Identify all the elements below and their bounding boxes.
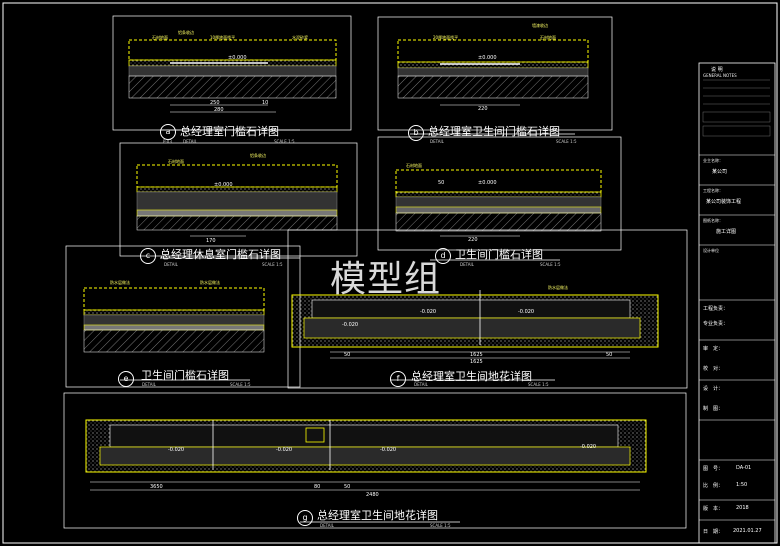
detail-b-level: ±0.000 bbox=[478, 55, 497, 61]
tb-version-label: 版 本： bbox=[703, 506, 724, 512]
detail-c-dim-1: 170 bbox=[206, 238, 216, 244]
tb-row-3: 校 对： bbox=[703, 366, 724, 372]
detail-g-title: 总经理室卫生间地花详图 bbox=[317, 509, 438, 522]
detail-f-dim-1: 50 bbox=[344, 352, 351, 358]
tb-drawing-value: 施工详图 bbox=[716, 229, 737, 235]
detail-e-title: 卫生间门槛石详图 bbox=[141, 369, 229, 382]
detail-f-marker: f bbox=[390, 371, 406, 387]
detail-f-level-3: -0.020 bbox=[342, 322, 359, 328]
detail-a-marker: a bbox=[160, 124, 176, 140]
detail-g-level-1: -0.020 bbox=[168, 447, 185, 453]
detail-d-dim-1: 220 bbox=[468, 237, 478, 243]
detail-f-detail-tag: DETAIL bbox=[414, 382, 428, 387]
detail-g-level-3: -0.020 bbox=[380, 447, 397, 453]
detail-e-label-2: 防水层做法 bbox=[200, 280, 220, 285]
detail-a-level: ±0.000 bbox=[228, 55, 247, 61]
tb-date-value: 2021.01.27 bbox=[733, 528, 762, 534]
tb-notes-title: 说 明 bbox=[711, 67, 723, 73]
detail-d-detail-tag: DETAIL bbox=[460, 262, 474, 267]
detail-f-level-1: -0.020 bbox=[420, 309, 437, 315]
tb-drawing-label: 图纸名称： bbox=[703, 218, 723, 223]
detail-f-label-1: 防水层做法 bbox=[548, 285, 568, 290]
detail-b-label-3: 石材地面 bbox=[540, 35, 556, 40]
detail-d-label-1: 石材地面 bbox=[406, 163, 422, 168]
detail-c-marker: c bbox=[140, 248, 156, 264]
detail-a-dim-3: 280 bbox=[214, 107, 224, 113]
detail-g-dim-4: 2480 bbox=[366, 492, 379, 498]
detail-c-label-2: 石材地面 bbox=[168, 159, 184, 164]
detail-b-label-1: 墙漆收边 bbox=[532, 23, 548, 28]
detail-e-detail-tag: DETAIL bbox=[142, 382, 156, 387]
detail-a-title: 总经理室门槛石详图 bbox=[180, 125, 279, 138]
tb-row-5: 制 图： bbox=[703, 406, 724, 412]
detail-f-dim-3: 50 bbox=[606, 352, 613, 358]
tb-row-2: 审 定： bbox=[703, 346, 724, 352]
detail-f-scale: SCALE 1:5 bbox=[528, 382, 549, 387]
detail-a-detail-tag: DETAIL bbox=[183, 139, 197, 144]
watermark-text: 模型组 bbox=[330, 259, 442, 300]
tb-project-label: 工程名称： bbox=[703, 188, 723, 193]
tb-scale-label: 比 例： bbox=[703, 483, 724, 489]
tb-row-0: 工程负责： bbox=[703, 306, 729, 312]
detail-a-sheet: P-03 bbox=[163, 139, 172, 144]
detail-f-dim-2: 1625 bbox=[470, 352, 483, 358]
detail-d-scale: SCALE 1:5 bbox=[540, 262, 561, 267]
detail-c-level: ±0.000 bbox=[214, 182, 233, 188]
detail-g-dim-1: 3650 bbox=[150, 484, 163, 490]
detail-a-dim-2: 10 bbox=[262, 100, 269, 106]
detail-g-dim-2: 80 bbox=[314, 484, 321, 490]
tb-scale-value: 1:50 bbox=[736, 482, 748, 488]
detail-b-marker: b bbox=[408, 125, 424, 141]
tb-notes-sub: GENERAL NOTES bbox=[703, 73, 737, 78]
tb-version-value: 2018 bbox=[736, 505, 749, 511]
detail-a-label-2: 石材地面 bbox=[152, 35, 168, 40]
detail-g-level-2: -0.020 bbox=[276, 447, 293, 453]
detail-e-label-1: 防水层做法 bbox=[110, 280, 130, 285]
detail-e-scale: SCALE 1:5 bbox=[230, 382, 251, 387]
detail-a-label-3: 10厚地面找平 bbox=[210, 35, 236, 40]
detail-c-title: 总经理休息室门槛石详图 bbox=[160, 248, 281, 261]
detail-f-dim-4: 1625 bbox=[470, 359, 483, 365]
detail-b-label-2: 20厚地面找平 bbox=[433, 35, 459, 40]
detail-b-dim-1: 220 bbox=[478, 106, 488, 112]
detail-e-marker: e bbox=[118, 371, 134, 387]
detail-a-label-1: 铝条收边 bbox=[178, 30, 194, 35]
detail-d-level: ±0.000 bbox=[478, 180, 497, 186]
tb-date-label: 日 期： bbox=[703, 529, 724, 535]
detail-c-detail-tag: DETAIL bbox=[164, 262, 178, 267]
detail-g-marker: g bbox=[297, 510, 313, 526]
detail-a-dim-1: 250 bbox=[210, 100, 220, 106]
detail-g-detail-tag: DETAIL bbox=[320, 523, 334, 528]
detail-d-dim-50: 50 bbox=[438, 180, 445, 186]
detail-f-title: 总经理室卫生间地花详图 bbox=[411, 370, 532, 383]
tb-drawing-no-label: 图 号： bbox=[703, 466, 724, 472]
detail-c-label-1: 铝条收边 bbox=[250, 153, 266, 158]
detail-g-scale: SCALE 1:5 bbox=[430, 523, 451, 528]
tb-row-4: 设 计： bbox=[703, 386, 724, 392]
tb-row-1: 专业负责： bbox=[703, 321, 729, 327]
detail-a-label-4: 水泥砂浆 bbox=[292, 35, 308, 40]
tb-project-value: 某公司装饰工程 bbox=[706, 199, 742, 205]
detail-b-detail-tag: DETAIL bbox=[430, 139, 444, 144]
detail-c-scale: SCALE 1:5 bbox=[262, 262, 283, 267]
tb-design-label: 设计单位 bbox=[703, 248, 719, 253]
detail-g-dim-3: 50 bbox=[344, 484, 351, 490]
detail-g-level-4: -0.020 bbox=[580, 444, 597, 450]
detail-d-title: 卫生间门槛石详图 bbox=[455, 248, 543, 261]
detail-d-marker: d bbox=[435, 248, 451, 264]
detail-f-level-2: -0.020 bbox=[518, 309, 535, 315]
tb-client-value: 某公司 bbox=[712, 169, 728, 175]
detail-b-scale: SCALE 1:5 bbox=[556, 139, 577, 144]
detail-b-title: 总经理室卫生间门槛石详图 bbox=[428, 125, 560, 138]
detail-a-scale: SCALE 1:5 bbox=[274, 139, 295, 144]
tb-drawing-no: DA-01 bbox=[736, 465, 752, 471]
tb-client-label: 业主名称： bbox=[703, 158, 723, 163]
